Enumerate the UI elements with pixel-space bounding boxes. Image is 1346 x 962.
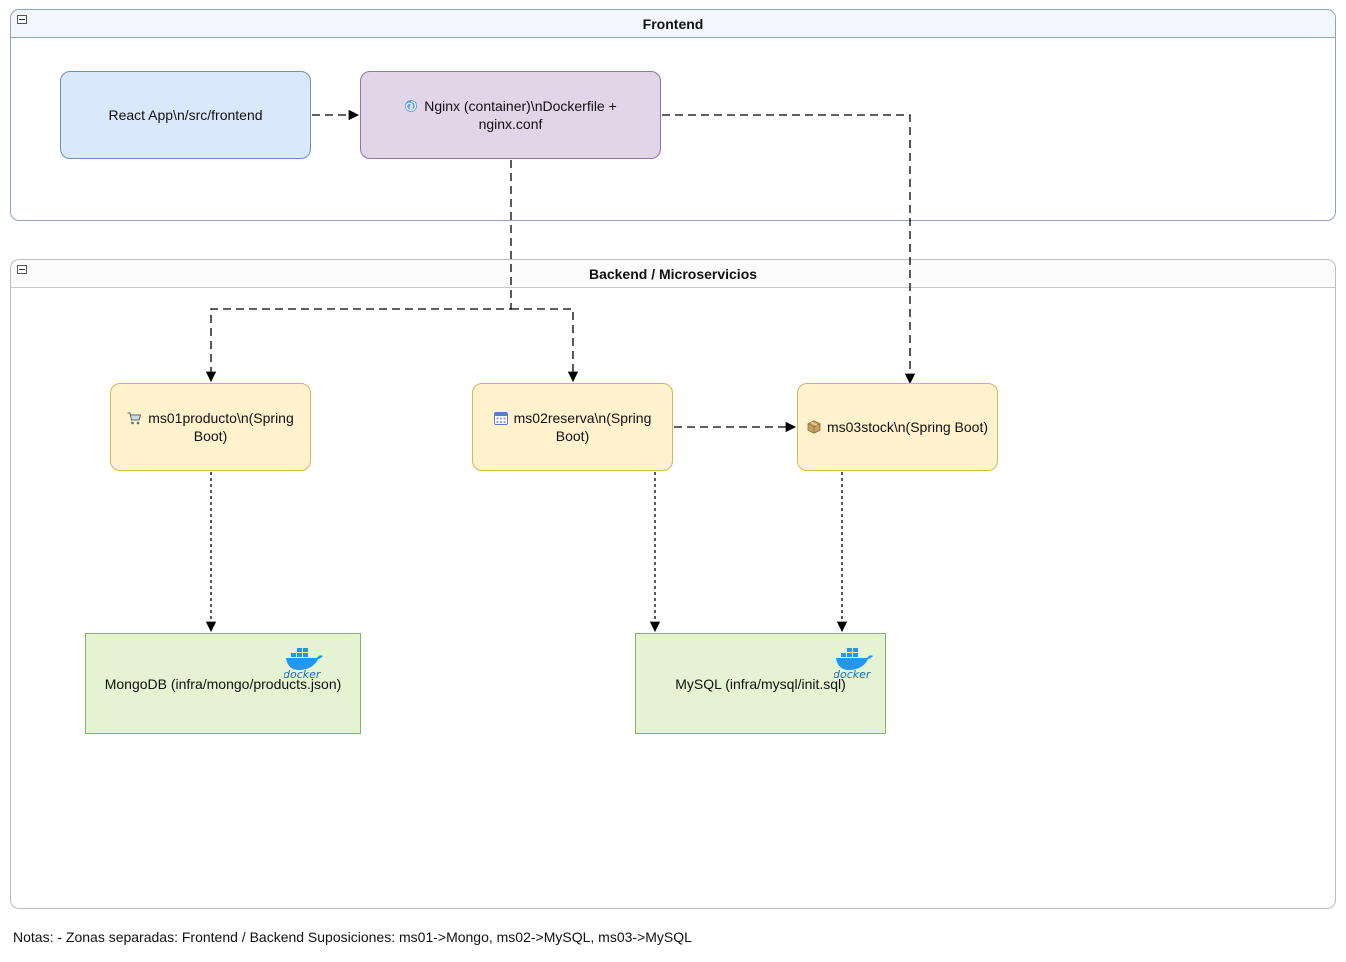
ms01-label: ms01producto\n(Spring Boot) — [148, 410, 294, 444]
backend-group-title: Backend / Microservicios — [588, 266, 758, 282]
ms02-label-wrap: ms02reserva\n(Spring Boot) — [480, 409, 665, 445]
collapse-icon[interactable] — [17, 265, 27, 274]
backend-group-header: Backend / Microservicios — [11, 260, 1335, 288]
nginx-label-wrap: Nginx (container)\nDockerfile + nginx.co… — [386, 97, 636, 133]
ms02-label: ms02reserva\n(Spring Boot) — [513, 410, 652, 444]
ms02-reserva-node[interactable]: ms02reserva\n(Spring Boot) — [472, 383, 673, 471]
react-app-label: React App\n/src/frontend — [108, 107, 263, 123]
calendar-icon — [493, 412, 508, 425]
ms01-producto-node[interactable]: ms01producto\n(Spring Boot) — [110, 383, 311, 471]
diagram-notes: Notas: - Zonas separadas: Frontend / Bac… — [13, 929, 692, 945]
mongodb-node[interactable]: docker MongoDB (infra/mongo/products.jso… — [85, 633, 361, 734]
nginx-node[interactable]: Nginx (container)\nDockerfile + nginx.co… — [360, 71, 661, 159]
mongodb-label: MongoDB (infra/mongo/products.json) — [104, 675, 342, 692]
ms03-label: ms03stock\n(Spring Boot) — [826, 419, 989, 435]
docker-logo-icon: docker — [284, 648, 323, 678]
docker-logo-icon: docker — [834, 648, 873, 678]
mysql-label: MySQL (infra/mysql/init.sql) — [675, 675, 846, 692]
package-box-icon — [807, 420, 821, 434]
collapse-icon[interactable] — [17, 15, 27, 24]
nginx-swirl-icon — [405, 100, 418, 112]
ms01-label-wrap: ms01producto\n(Spring Boot) — [118, 409, 303, 445]
shopping-cart-icon — [127, 412, 142, 425]
frontend-group-header: Frontend — [11, 10, 1335, 38]
nginx-label: Nginx (container)\nDockerfile + nginx.co… — [424, 98, 617, 132]
mysql-node[interactable]: docker MySQL (infra/mysql/init.sql) — [635, 633, 886, 734]
react-app-node[interactable]: React App\n/src/frontend — [60, 71, 311, 159]
backend-group[interactable]: Backend / Microservicios — [10, 259, 1336, 909]
docker-logo-text: docker — [284, 668, 322, 678]
ms03-stock-node[interactable]: ms03stock\n(Spring Boot) — [797, 383, 998, 471]
frontend-group-title: Frontend — [642, 16, 704, 32]
ms03-label-wrap: ms03stock\n(Spring Boot) — [807, 418, 988, 436]
docker-logo-text: docker — [834, 668, 872, 678]
